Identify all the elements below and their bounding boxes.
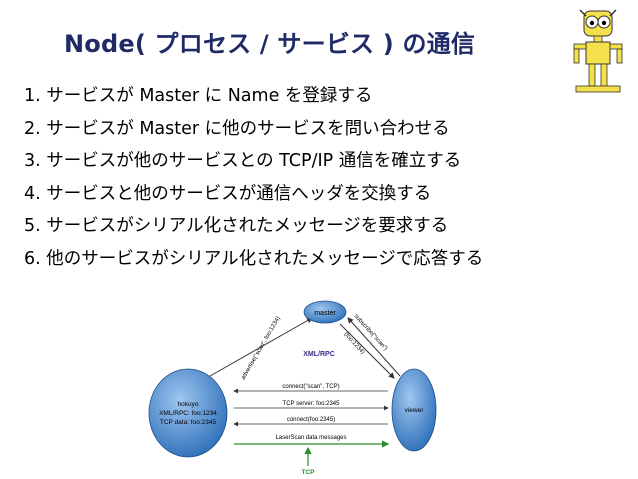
hokuyo-node bbox=[148, 368, 228, 458]
viewer-node bbox=[391, 368, 437, 452]
hokuyo-label-3: TCP data: foo:2345 bbox=[160, 419, 217, 426]
master-node bbox=[303, 300, 347, 324]
robot-mascot-icon bbox=[573, 9, 623, 93]
laserscan-label: LaserScan data messages bbox=[275, 435, 346, 441]
step-list: 1. サービスが Master に Name を登録する 2. サービスが Ma… bbox=[24, 80, 483, 275]
xmlrpc-label: XML/RPC bbox=[303, 351, 335, 358]
connect-foo-label: connect(foo:2345) bbox=[287, 417, 335, 423]
step-item-2: 2. サービスが Master に他のサービスを問い合わせる bbox=[24, 118, 450, 139]
hokuyo-label-1: hokuyo bbox=[178, 401, 199, 408]
foo-reply-label: (foo:1234) bbox=[343, 331, 366, 355]
advertise-label: advertise("scan", foo:1234) bbox=[241, 316, 282, 381]
step-item-5: 5. サービスがシリアル化されたメッセージを要求する bbox=[24, 216, 449, 236]
step-item-4: 4. サービスと他のサービスが通信へッダを交換する bbox=[24, 183, 432, 204]
subscribe-arrow bbox=[347, 317, 401, 377]
step-item-6: 6. 他のサービスがシリアル化されたメッセージで応答する bbox=[24, 248, 484, 269]
hokuyo-label-2: XML/RPC: foo:1234 bbox=[159, 410, 217, 417]
ros-communication-diagram: master viewer hokuyo XML/RPC: foo:1234 T… bbox=[148, 300, 437, 476]
tcp-label: TCP bbox=[302, 469, 316, 476]
slide-title: Node( プロセス / サービス ) の通信 bbox=[64, 30, 476, 58]
master-label: master bbox=[314, 310, 336, 317]
tcp-server-label: TCP server: foo:2345 bbox=[283, 401, 341, 407]
foo-reply-arrow bbox=[339, 323, 395, 379]
connect-scan-label: connect("scan", TCP) bbox=[282, 384, 339, 390]
viewer-label: viewer bbox=[405, 407, 425, 414]
step-item-1: 1. サービスが Master に Name を登録する bbox=[24, 86, 373, 106]
advertise-arrow bbox=[209, 317, 313, 377]
step-item-3: 3. サービスが他のサービスとの TCP/IP 通信を確立する bbox=[24, 151, 462, 171]
